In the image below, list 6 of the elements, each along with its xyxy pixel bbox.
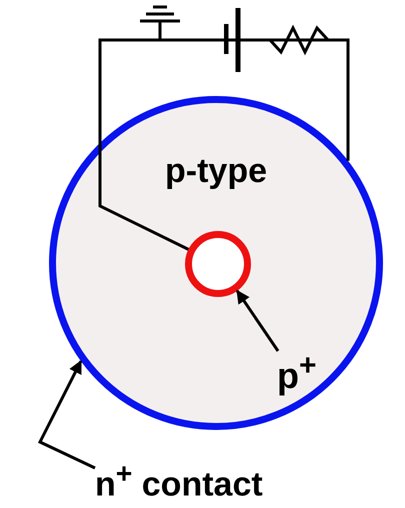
- leader-line: [38, 360, 96, 470]
- leader-line: [236, 290, 280, 352]
- circuit-wire: [98, 38, 350, 251]
- callout-label: n$^{+}$ contact: [95, 460, 263, 502]
- callout-label: p$^{+}$: [277, 351, 317, 394]
- region-label: p-type: [165, 154, 267, 188]
